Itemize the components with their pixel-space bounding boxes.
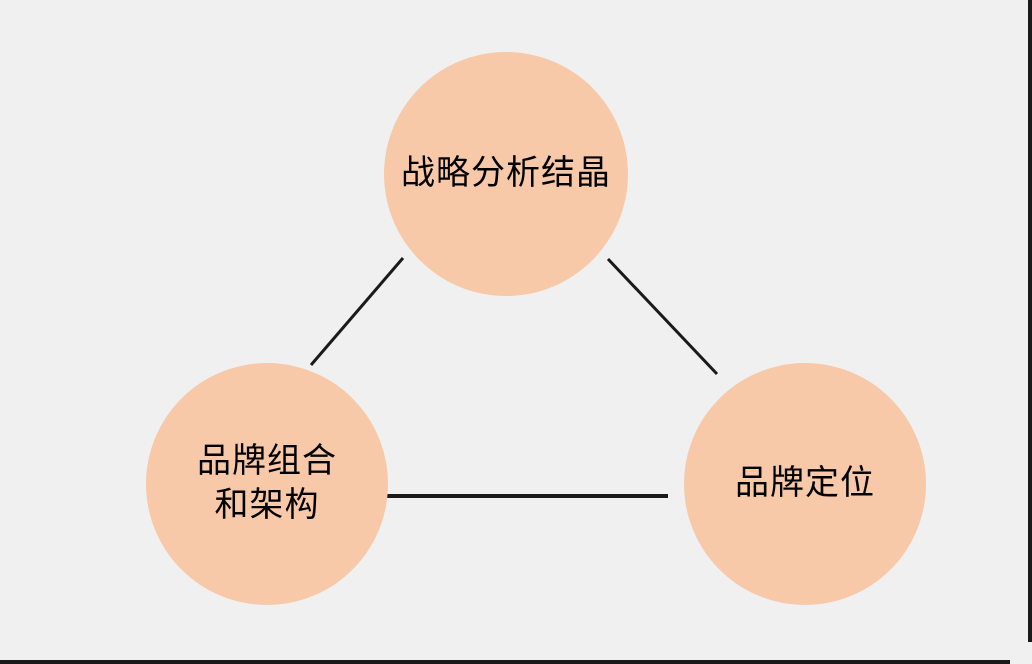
node-strategy-analysis[interactable]: 战略分析结晶 — [384, 52, 628, 296]
node-brand-positioning-label: 品牌定位 — [735, 464, 875, 503]
node-brand-positioning[interactable]: 品牌定位 — [684, 363, 926, 605]
node-brand-portfolio[interactable]: 品牌组合 和架构 — [146, 363, 388, 605]
slide-right-rule — [1028, 0, 1032, 642]
node-brand-portfolio-label: 品牌组合 和架构 — [197, 442, 337, 524]
node-strategy-analysis-label: 战略分析结晶 — [401, 154, 611, 193]
slide-bottom-rule — [0, 660, 1010, 664]
connector-strategy-to-positioning — [606, 257, 719, 376]
connector-portfolio-to-strategy — [309, 257, 405, 366]
